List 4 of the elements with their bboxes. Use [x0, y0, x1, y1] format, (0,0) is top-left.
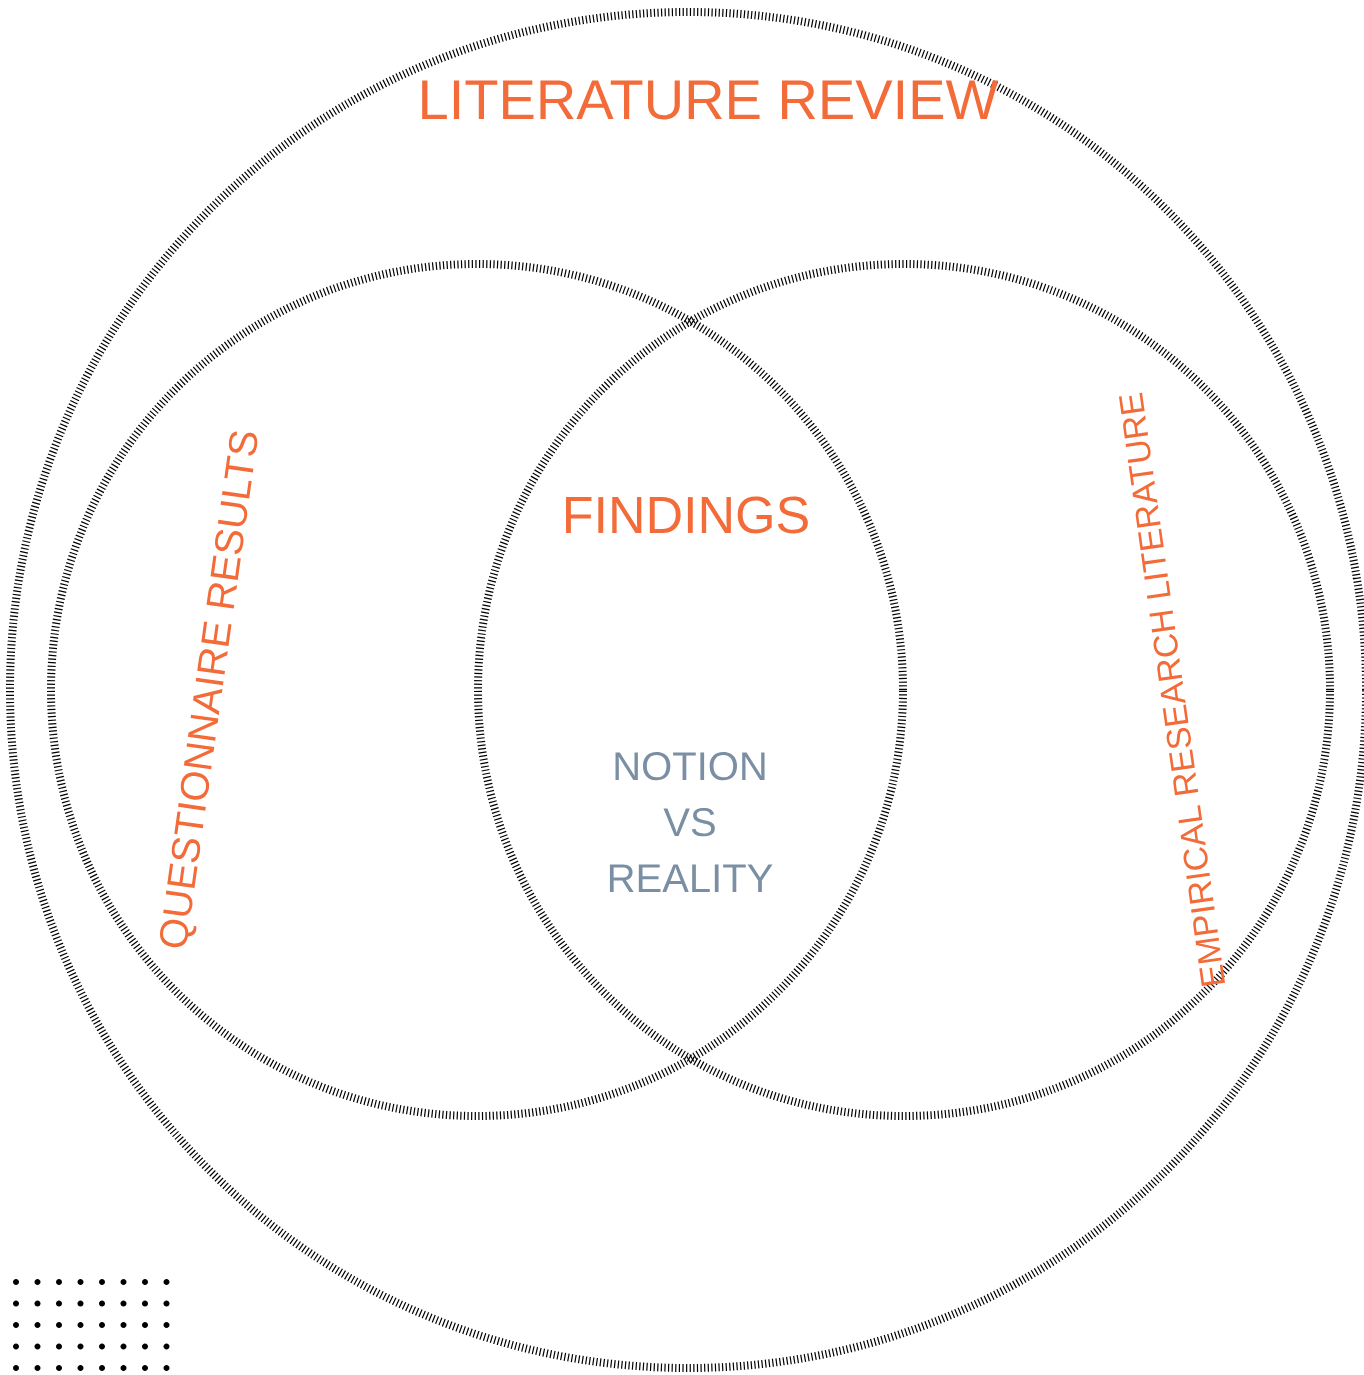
circle-label: LITERATURE REVIEW	[422, 80, 999, 120]
text-label: NOTION VS REALITY	[609, 752, 773, 892]
circle-label: EMPIRICAL RESEARCH LITERATURE	[1118, 392, 1225, 987]
text-label: FINDINGS	[566, 496, 808, 534]
